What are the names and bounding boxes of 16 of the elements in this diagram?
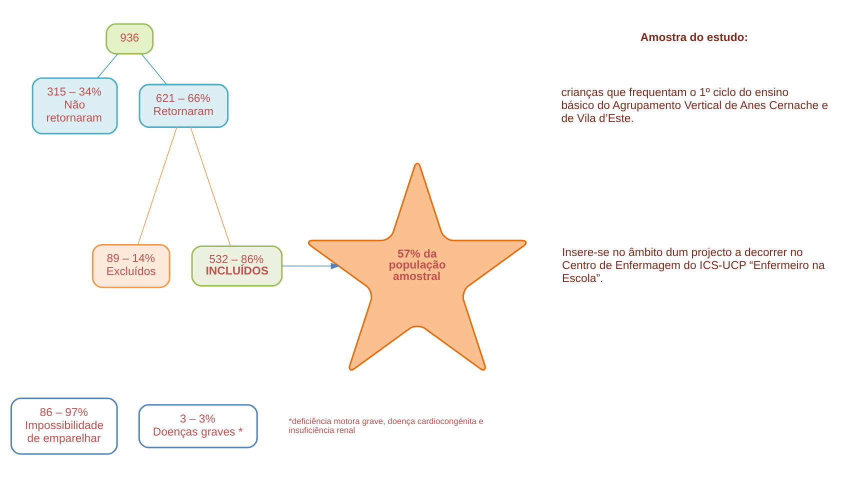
node-box: 532 – 86% INCLUÍDOS xyxy=(191,245,283,287)
connector xyxy=(97,53,118,78)
arrow xyxy=(282,262,340,270)
label: Amostra do estudo: xyxy=(640,32,748,44)
node-box: 86 – 97% Impossibilidade de emparelhar xyxy=(10,398,118,455)
node-box: 89 – 14% Excluídos xyxy=(92,244,170,288)
node-box: 936 xyxy=(106,23,154,54)
connector xyxy=(138,127,178,245)
connector xyxy=(190,127,231,246)
label: *deficiência motora grave, doença cardiocongénita e insuficiência renal xyxy=(288,416,484,435)
node-box: 315 – 34% Não retornaram xyxy=(32,77,118,134)
node-box: 621 – 66% Retornaram xyxy=(138,84,229,128)
label: Insere-se no âmbito dum projecto a decorrer no Centro de Enfermagem do ICS-UCP “Enfermeiro na Escola”. xyxy=(562,247,825,286)
connector xyxy=(140,53,168,85)
node-box: 3 – 3% Doenças graves * xyxy=(138,404,258,448)
label: crianças que frequentam o 1º ciclo do ensino básico do Agrupamento Vertical de Anes Cernache e de Vila d’Este. xyxy=(561,86,828,125)
